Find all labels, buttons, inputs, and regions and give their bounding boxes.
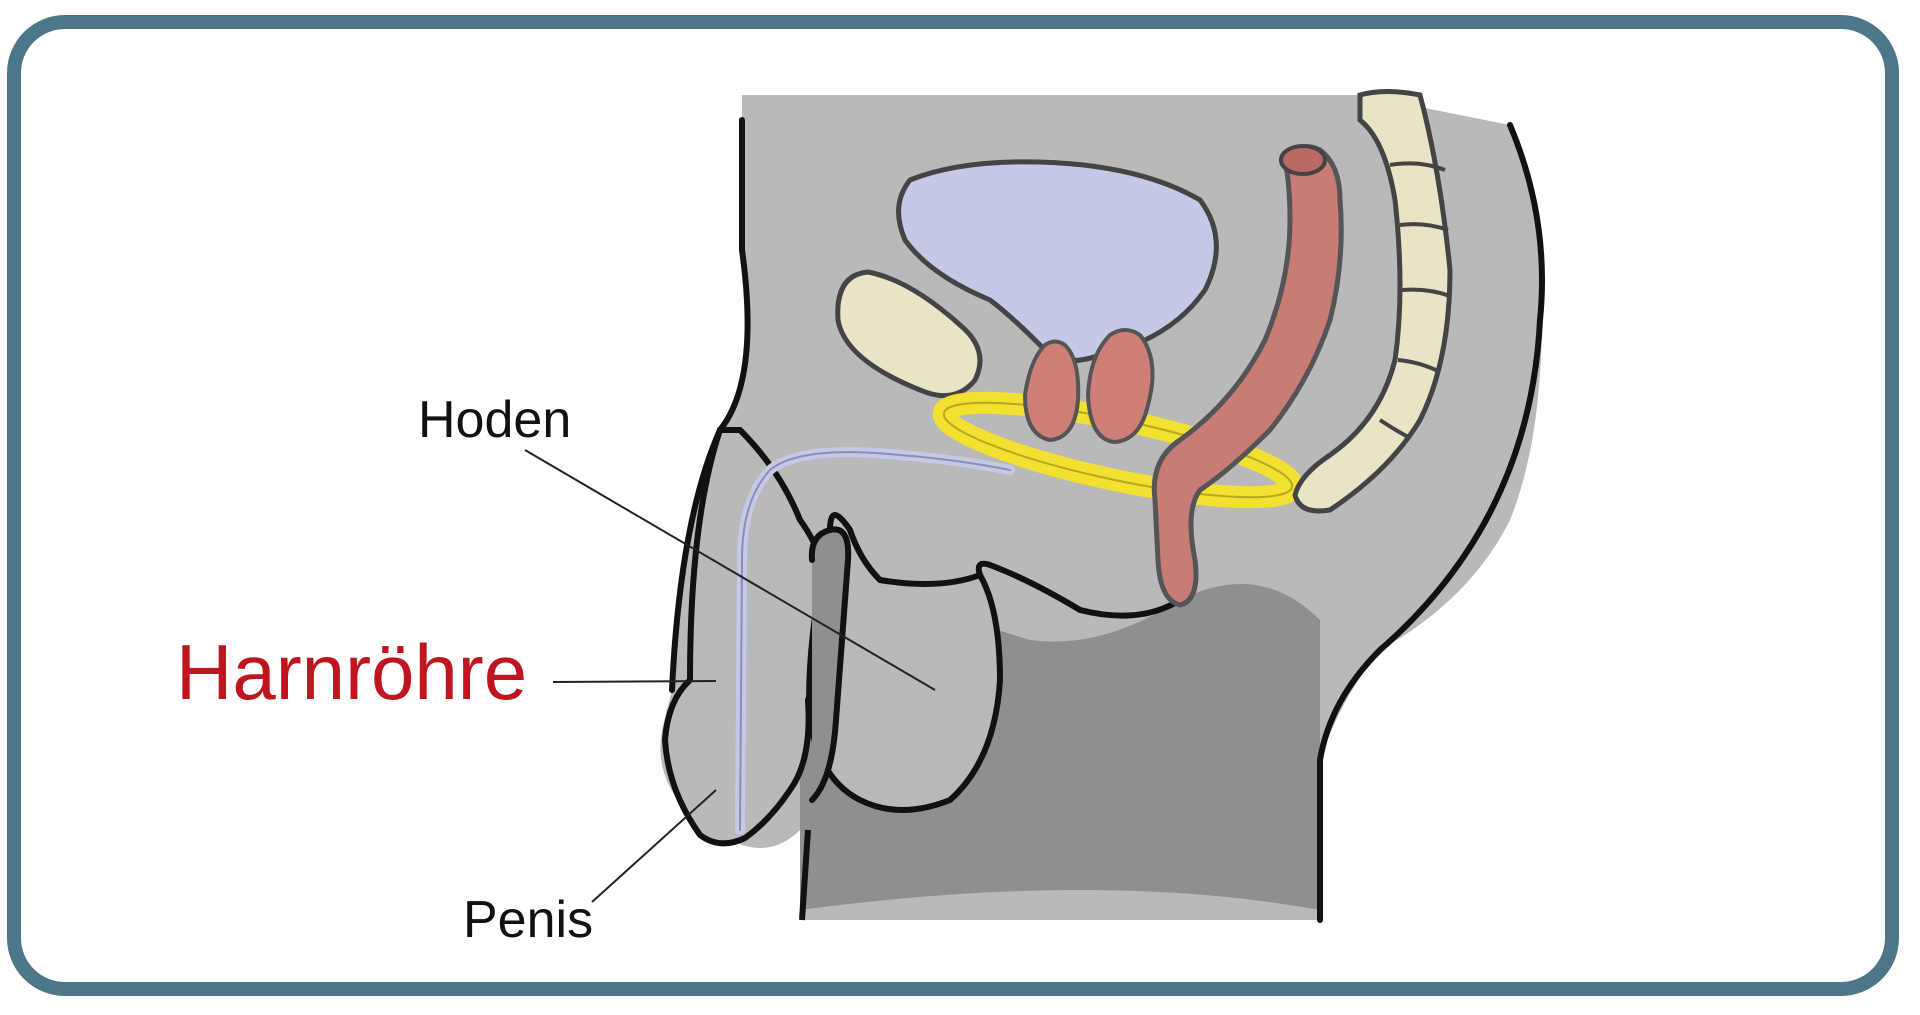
testicle-shape: [806, 512, 1004, 813]
leader-line-harnroehre: [552, 680, 717, 683]
pubic-bone: [835, 269, 983, 399]
urethra-outline: [739, 451, 1011, 831]
label-penis: Penis: [463, 891, 594, 949]
label-hoden: Hoden: [418, 391, 572, 449]
penis-fold: [808, 526, 852, 803]
prostate-lobe-left: [1022, 339, 1081, 443]
label-harnroehre: Harnröhre: [176, 628, 528, 716]
sacrum: [1292, 89, 1453, 514]
leader-line-penis: [591, 789, 717, 903]
testicle-outline-top: [975, 560, 1183, 619]
body-outline-back: [1317, 122, 1545, 923]
rectum: [1151, 144, 1344, 608]
rectum-opening: [1279, 144, 1327, 176]
leader-line-hoden: [524, 449, 936, 691]
leg-outline: [799, 829, 811, 921]
prostate-lobe-right: [1085, 328, 1155, 445]
vertebra-lines: [1378, 161, 1451, 440]
